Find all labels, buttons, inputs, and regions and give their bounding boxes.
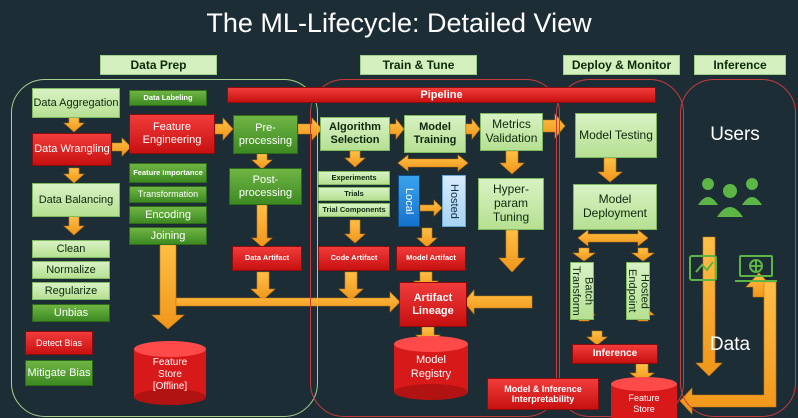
model-training-box: Model Training <box>404 115 466 153</box>
header-data-prep: Data Prep <box>100 55 217 75</box>
arrow-wrangling-to-balancing <box>63 167 85 184</box>
arrow-training-to-metrics <box>465 118 481 140</box>
mitigate-bias-box: Mitigate Bias <box>25 360 93 386</box>
model-testing-box: Model Testing <box>575 113 657 158</box>
arrow-testing-to-deployment <box>597 157 623 183</box>
trial-components-box: Trial Components <box>318 203 390 217</box>
metrics-validation-box: Metrics Validation <box>480 113 543 151</box>
arrow-pre-to-post <box>251 153 273 170</box>
hyper-param-tuning-box: Hyper-param Tuning <box>478 178 544 230</box>
arrow-feature-engineering-to-store <box>151 241 185 330</box>
arrow-metrics-to-hyper <box>499 150 525 175</box>
joining-box: Joining <box>129 227 207 245</box>
panel-inference <box>680 79 796 417</box>
arrow-training-to-model-artifact <box>416 227 438 248</box>
data-wrangling-box: Data Wrangling <box>32 133 112 166</box>
inference-box: Inference <box>572 344 658 364</box>
arrow-algorithm-to-experiments <box>344 150 366 168</box>
feature-store-online-label: Feature Store <box>628 393 660 414</box>
arrow-aggregation-to-wrangling <box>63 116 85 133</box>
arrow-feature-engineering-to-preprocessing <box>214 117 234 141</box>
header-inference: Inference <box>694 55 786 75</box>
feature-store-offline-label: Feature Store [Offline] <box>152 357 188 392</box>
algorithm-selection-box: Algorithm Selection <box>320 117 390 151</box>
normalize-box: Normalize <box>32 261 110 279</box>
trials-box: Trials <box>318 187 390 201</box>
code-artifact-box: Code Artifact <box>318 246 390 271</box>
detect-bias-box: Detect Bias <box>25 331 93 355</box>
arrow-into-lineage-right <box>463 289 533 315</box>
header-train-tune: Train & Tune <box>360 55 477 75</box>
arrow-balancing-to-clean <box>63 215 85 236</box>
arrow-batch-down <box>572 247 596 262</box>
model-artifact-box: Model Artifact <box>396 246 466 271</box>
experiments-box: Experiments <box>318 171 390 185</box>
unbias-box: Unbias <box>32 304 110 322</box>
double-arrow-training <box>397 154 469 172</box>
post-processing-box: Post-processing <box>229 168 302 205</box>
hosted-box: Hosted <box>442 175 466 227</box>
model-registry-label: Model Registry <box>410 354 452 381</box>
encoding-box: Encoding <box>129 206 207 224</box>
panel-data-prep <box>11 79 318 417</box>
batch-transform-box: Batch Transform <box>570 262 595 320</box>
transformation-box: Transformation <box>129 186 207 203</box>
arrow-feature-store-to-lineage <box>175 291 401 313</box>
arrow-experiments-to-code <box>344 219 366 244</box>
regularize-box: Regularize <box>32 282 110 300</box>
arrow-post-to-data-artifact <box>251 204 273 248</box>
users-label: Users <box>710 124 760 145</box>
data-balancing-box: Data Balancing <box>32 183 120 217</box>
arrow-batch-to-inference <box>586 330 608 346</box>
panel-train-tune <box>310 79 560 417</box>
pipeline-bar: Pipeline <box>227 87 656 103</box>
artifact-lineage-box: Artifact Lineage <box>399 282 467 327</box>
page-title: The ML-Lifecycle: Detailed View <box>206 8 592 38</box>
data-labeling-box: Data Labeling <box>129 90 207 106</box>
arrow-endpoint-down <box>631 247 655 262</box>
arrow-local-to-hosted <box>419 199 443 217</box>
arrow-algorithm-to-training <box>389 118 405 140</box>
arrow-hyperparam-down <box>498 229 526 273</box>
arrow-wrangling-to-feature-engineering <box>111 137 132 157</box>
data-artifact-box: Data Artifact <box>232 246 302 271</box>
clean-box: Clean <box>32 240 110 258</box>
header-deploy-monitor: Deploy & Monitor <box>563 55 680 75</box>
model-deployment-box: Model Deployment <box>573 184 657 230</box>
feature-importance-box: Feature Importance <box>129 163 207 183</box>
data-aggregation-box: Data Aggregation <box>32 88 120 118</box>
hosted-endpoint-box: Hosted Endpoint <box>626 262 651 320</box>
pre-processing-box: Pre-processing <box>233 115 298 154</box>
double-arrow-deployment <box>577 229 649 247</box>
arrow-data-artifact-down <box>250 271 276 301</box>
local-box: Local <box>398 175 420 227</box>
feature-engineering-box: Feature Engineering <box>129 114 215 154</box>
interpretability-box: Model & Inference Interpretability <box>487 378 599 410</box>
arrow-code-artifact-down <box>338 271 364 301</box>
data-label: Data <box>709 334 751 355</box>
